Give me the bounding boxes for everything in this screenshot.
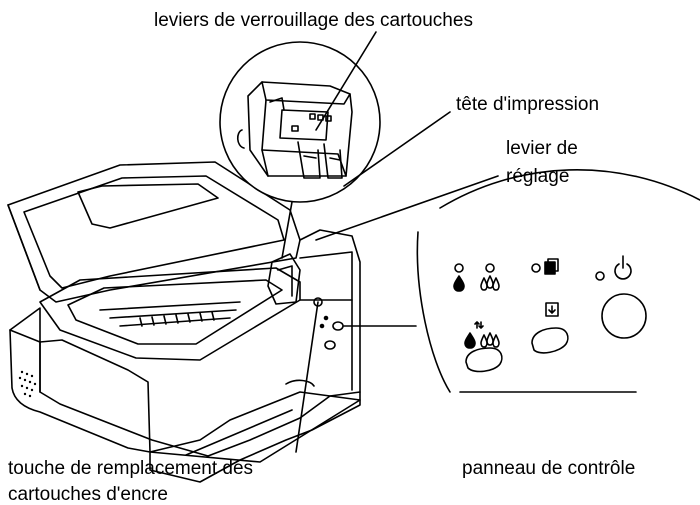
ink-button-leader <box>296 302 318 452</box>
ink-replace-button[interactable] <box>466 348 502 371</box>
paper-feed-icon <box>546 303 558 316</box>
ink-drop-icon <box>454 276 464 291</box>
label-control-panel: panneau de contrôle <box>462 458 635 479</box>
label-adjust-lever-2: réglage <box>506 166 569 187</box>
ink-replace-icon <box>465 322 499 348</box>
paper-button[interactable] <box>532 328 568 353</box>
power-button[interactable] <box>602 294 646 338</box>
label-cartridge-levers: leviers de verrouillage des cartouches <box>154 10 473 31</box>
label-ink-button-1: touche de remplacement des <box>8 458 253 479</box>
control-panel-detail <box>417 170 700 392</box>
power-icon <box>615 256 631 279</box>
label-ink-button-2: cartouches d'encre <box>8 484 168 505</box>
label-adjust-lever-1: levier de <box>506 138 578 159</box>
printer-body <box>8 162 360 482</box>
paper-icon <box>545 259 558 274</box>
ink-drops-multi-icon <box>481 276 499 290</box>
vent-grille <box>19 371 36 397</box>
zoom-callout-line <box>282 202 292 258</box>
label-print-head: tête d'impression <box>456 94 599 115</box>
